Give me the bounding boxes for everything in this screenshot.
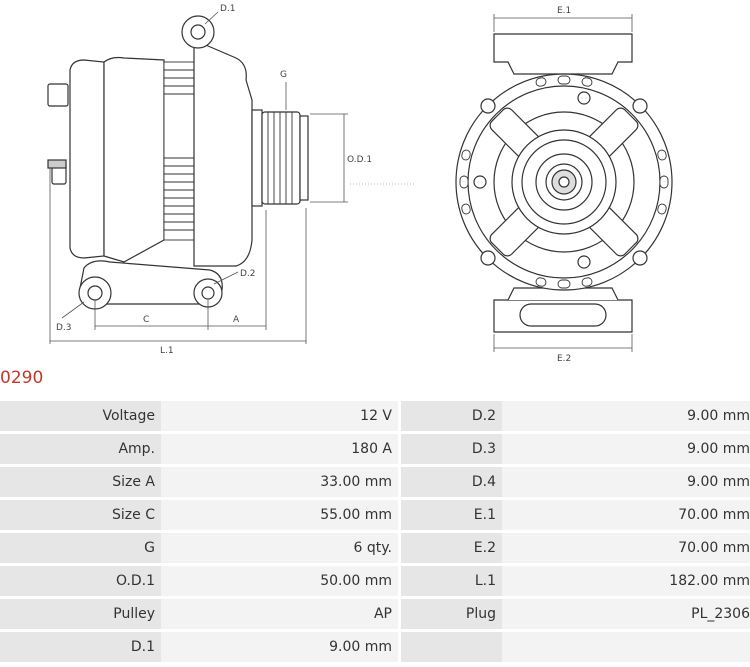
- part-number: 0290: [0, 368, 44, 388]
- spec-value: 9.00 mm: [502, 401, 750, 431]
- spec-value: 180 A: [161, 434, 398, 464]
- label-d1: D.1: [220, 4, 236, 14]
- spec-label: [401, 632, 502, 662]
- spec-value: 50.00 mm: [161, 566, 398, 596]
- spec-label: Plug: [401, 599, 502, 629]
- spec-label: D.1: [0, 632, 161, 662]
- label-od1: O.D.1: [347, 155, 372, 165]
- spec-label: Size C: [0, 500, 161, 530]
- front-labels: E.1 E.2: [557, 6, 571, 362]
- label-d2: D.2: [240, 269, 256, 279]
- spec-label: G: [0, 533, 161, 563]
- spec-value: 9.00 mm: [502, 434, 750, 464]
- label-a: A: [233, 315, 240, 325]
- spec-label: D.3: [401, 434, 502, 464]
- spec-label: Pulley: [0, 599, 161, 629]
- spec-label: Size A: [0, 467, 161, 497]
- front-dimension-lines: [493, 14, 633, 352]
- spec-value: 12 V: [161, 401, 398, 431]
- label-e2: E.2: [557, 354, 571, 362]
- spec-label: L.1: [401, 566, 502, 596]
- side-labels: D.1 G O.D.1 D.2 D.3 C A L.1: [56, 4, 372, 356]
- spec-label: E.1: [401, 500, 502, 530]
- side-dimension-lines: [49, 11, 414, 344]
- spec-label: O.D.1: [0, 566, 161, 596]
- spec-label: Voltage: [0, 401, 161, 431]
- label-l1: L.1: [160, 346, 174, 356]
- side-view: [47, 15, 309, 310]
- spec-value: 33.00 mm: [161, 467, 398, 497]
- spec-label: D.2: [401, 401, 502, 431]
- spec-value: 55.00 mm: [161, 500, 398, 530]
- label-c: C: [143, 315, 149, 325]
- spec-label: Amp.: [0, 434, 161, 464]
- spec-value: AP: [161, 599, 398, 629]
- spec-value: 9.00 mm: [161, 632, 398, 662]
- label-e1: E.1: [557, 6, 571, 16]
- spec-label: E.2: [401, 533, 502, 563]
- spec-value: 70.00 mm: [502, 533, 750, 563]
- technical-drawing: D.1 G O.D.1 D.2 D.3 C A L.1: [47, 4, 673, 362]
- spec-label: D.4: [401, 467, 502, 497]
- spec-value: 182.00 mm: [502, 566, 750, 596]
- spec-value: 70.00 mm: [502, 500, 750, 530]
- spec-value: 6 qty.: [161, 533, 398, 563]
- label-d3: D.3: [56, 323, 72, 333]
- label-g: G: [280, 70, 287, 80]
- front-view: [455, 33, 673, 333]
- spec-value: 9.00 mm: [502, 467, 750, 497]
- spec-value: PL_2306: [502, 599, 750, 629]
- spec-value: [502, 632, 750, 662]
